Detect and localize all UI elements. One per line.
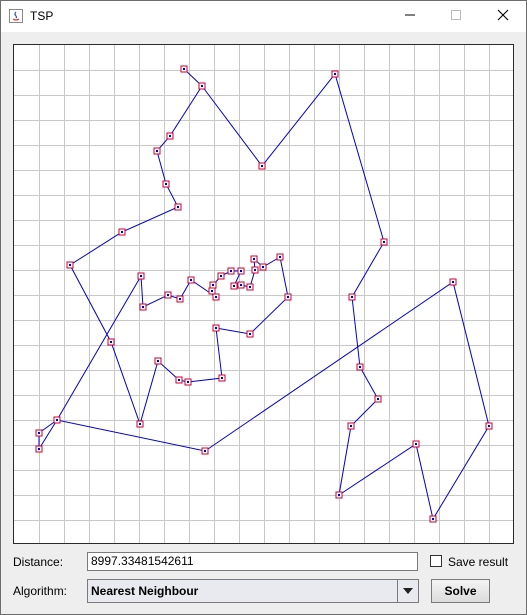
city-dot xyxy=(178,379,180,381)
city-dot xyxy=(204,450,206,452)
solve-button[interactable]: Solve xyxy=(431,579,490,603)
save-result-label[interactable]: Save result xyxy=(448,555,509,569)
city-dot xyxy=(230,270,232,272)
city-dot xyxy=(262,266,264,268)
city-dot xyxy=(415,443,417,445)
city-dot xyxy=(334,73,336,75)
city-dot xyxy=(177,206,179,208)
cities xyxy=(35,65,493,523)
close-icon xyxy=(497,9,509,24)
city-dot xyxy=(201,85,203,87)
algorithm-select[interactable]: Nearest Neighbour xyxy=(87,579,419,603)
city-dot xyxy=(212,284,214,286)
chevron-down-icon[interactable] xyxy=(397,580,418,602)
city-dot xyxy=(215,327,217,329)
city-dot xyxy=(287,296,289,298)
title-bar[interactable]: TSP xyxy=(1,1,526,32)
city-dot xyxy=(38,432,40,434)
city-dot xyxy=(254,269,256,271)
tour-plot xyxy=(14,45,513,543)
city-dot xyxy=(452,281,454,283)
city-dot xyxy=(221,377,223,379)
tsp-canvas[interactable] xyxy=(13,44,514,544)
city-dot xyxy=(140,275,142,277)
city-dot xyxy=(156,150,158,152)
distance-label: Distance: xyxy=(13,555,64,569)
city-dot xyxy=(142,306,144,308)
maximize-button xyxy=(433,1,479,32)
city-dot xyxy=(187,381,189,383)
city-dot xyxy=(183,68,185,70)
city-dot xyxy=(121,231,123,233)
close-button[interactable] xyxy=(480,1,526,32)
city-dot xyxy=(157,360,159,362)
city-dot xyxy=(377,398,379,400)
city-dot xyxy=(279,256,281,258)
city-dot xyxy=(169,135,171,137)
city-dot xyxy=(110,341,112,343)
save-result-checkbox[interactable] xyxy=(430,555,442,567)
city-dot xyxy=(240,270,242,272)
minimize-button[interactable] xyxy=(387,1,433,32)
city-dot xyxy=(383,241,385,243)
grid xyxy=(14,45,513,543)
java-icon xyxy=(9,9,23,23)
city-dot xyxy=(220,275,222,277)
city-dot xyxy=(56,419,58,421)
city-dot xyxy=(190,279,192,281)
city-dot xyxy=(165,183,167,185)
city-dot xyxy=(179,298,181,300)
city-dot xyxy=(211,290,213,292)
city-dot xyxy=(233,285,235,287)
city-dot xyxy=(351,296,353,298)
city-dot xyxy=(350,425,352,427)
city-dot xyxy=(338,494,340,496)
city-dot xyxy=(249,286,251,288)
city-dot xyxy=(215,296,217,298)
city-dot xyxy=(359,366,361,368)
city-dot xyxy=(240,284,242,286)
city-dot xyxy=(167,294,169,296)
maximize-icon xyxy=(450,9,462,24)
algorithm-value: Nearest Neighbour xyxy=(91,584,199,598)
city-dot xyxy=(249,333,251,335)
distance-field[interactable]: 8997.33481542611 xyxy=(87,552,418,571)
city-dot xyxy=(488,425,490,427)
city-dot xyxy=(38,448,40,450)
algorithm-label: Algorithm: xyxy=(13,584,68,598)
city-dot xyxy=(69,264,71,266)
city-dot xyxy=(432,518,434,520)
city-dot xyxy=(261,165,263,167)
city-dot xyxy=(139,423,141,425)
window-title: TSP xyxy=(30,9,54,23)
city-dot xyxy=(253,258,255,260)
minimize-icon xyxy=(404,9,416,24)
